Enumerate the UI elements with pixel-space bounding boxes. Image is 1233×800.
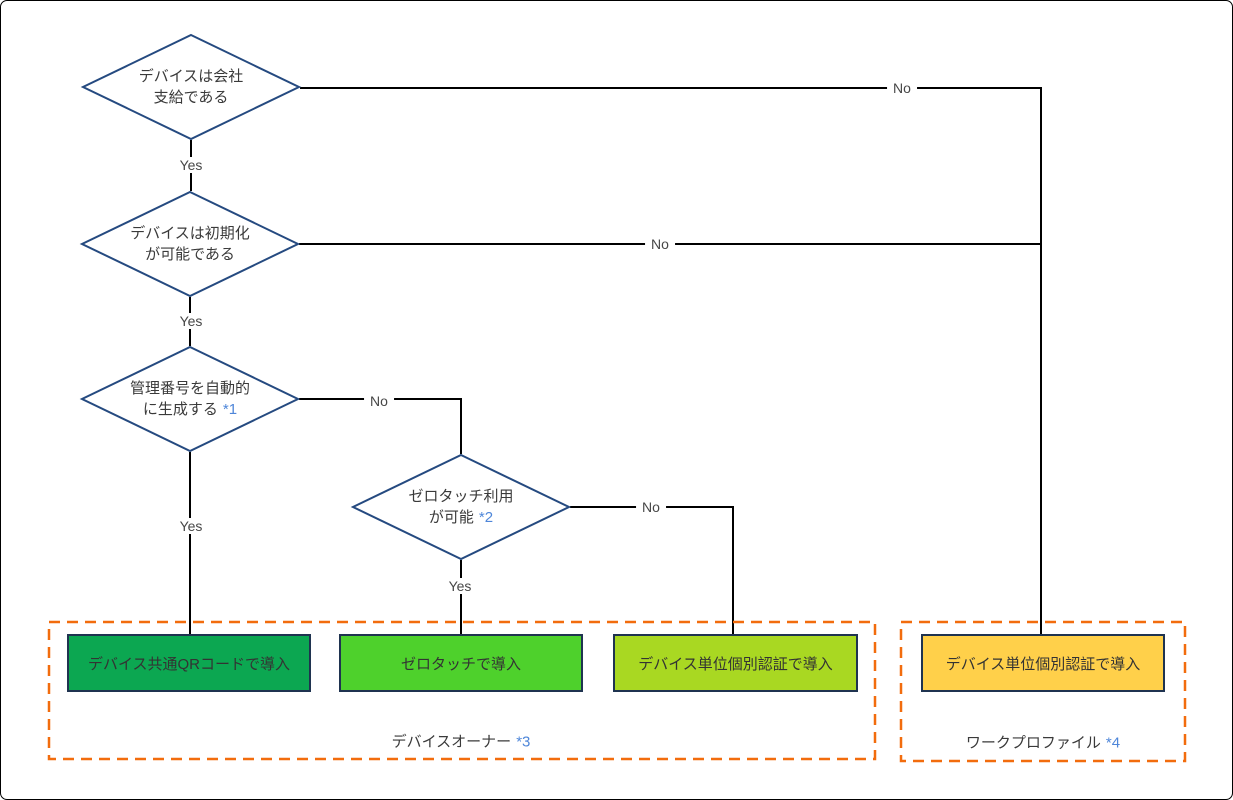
footnote-ref-2: *2 bbox=[478, 509, 494, 526]
outcome-label: デバイス共通QRコードで導入 bbox=[87, 655, 291, 673]
device-owner-group-frame bbox=[47, 620, 877, 761]
decision-factory-reset: デバイスは初期化 が可能である bbox=[79, 190, 301, 298]
edge-label-no-company: No bbox=[887, 80, 917, 96]
diamond-shape bbox=[350, 453, 572, 561]
edge-label-yes-autoid: Yes bbox=[173, 518, 209, 534]
decision-label: ゼロタッチ利用 が可能*2 bbox=[408, 488, 514, 526]
diamond-shape bbox=[80, 33, 302, 141]
outcome-label: デバイス単位個別認証で導入 bbox=[945, 655, 1141, 673]
work-profile-group-frame bbox=[899, 620, 1187, 763]
decision-label: デバイスは初期化 が可能である bbox=[130, 225, 250, 263]
decision-label: デバイスは会社 支給である bbox=[138, 68, 244, 106]
decision-auto-mgmt-id: 管理番号を自動的 に生成する*1 bbox=[79, 345, 301, 453]
diamond-shape bbox=[79, 190, 301, 298]
edge-label-yes-zerotouch: Yes bbox=[442, 578, 478, 594]
outcome-label: デバイス単位個別認証で導入 bbox=[638, 655, 833, 673]
edge-label-yes-company: Yes bbox=[173, 157, 209, 173]
footnote-ref-3: *3 bbox=[516, 733, 531, 751]
outcome-label: ゼロタッチで導入 bbox=[400, 655, 521, 673]
edge-label-no-reset: No bbox=[645, 236, 675, 252]
edge-label-yes-reset: Yes bbox=[173, 313, 209, 329]
edge-label-no-zerotouch: No bbox=[636, 499, 666, 515]
decision-zero-touch: ゼロタッチ利用 が可能*2 bbox=[350, 453, 572, 561]
decision-company-issued: デバイスは会社 支給である bbox=[80, 33, 302, 141]
outcome-per-device-profile: デバイス単位個別認証で導入 bbox=[921, 634, 1165, 692]
outcome-zero-touch: ゼロタッチで導入 bbox=[339, 634, 583, 692]
device-owner-group-label: デバイスオーナー*3 bbox=[391, 733, 531, 751]
diamond-shape bbox=[79, 345, 301, 453]
edge-label-no-autoid: No bbox=[364, 393, 394, 409]
outcome-per-device-owner: デバイス単位個別認証で導入 bbox=[613, 634, 858, 692]
decision-label: 管理番号を自動的 に生成する*1 bbox=[129, 380, 250, 418]
footnote-ref-4: *4 bbox=[1105, 734, 1121, 752]
footnote-ref-1: *1 bbox=[222, 401, 238, 418]
outcome-shared-qr: デバイス共通QRコードで導入 bbox=[67, 634, 311, 692]
work-profile-group-label: ワークプロファイル*4 bbox=[965, 734, 1121, 752]
